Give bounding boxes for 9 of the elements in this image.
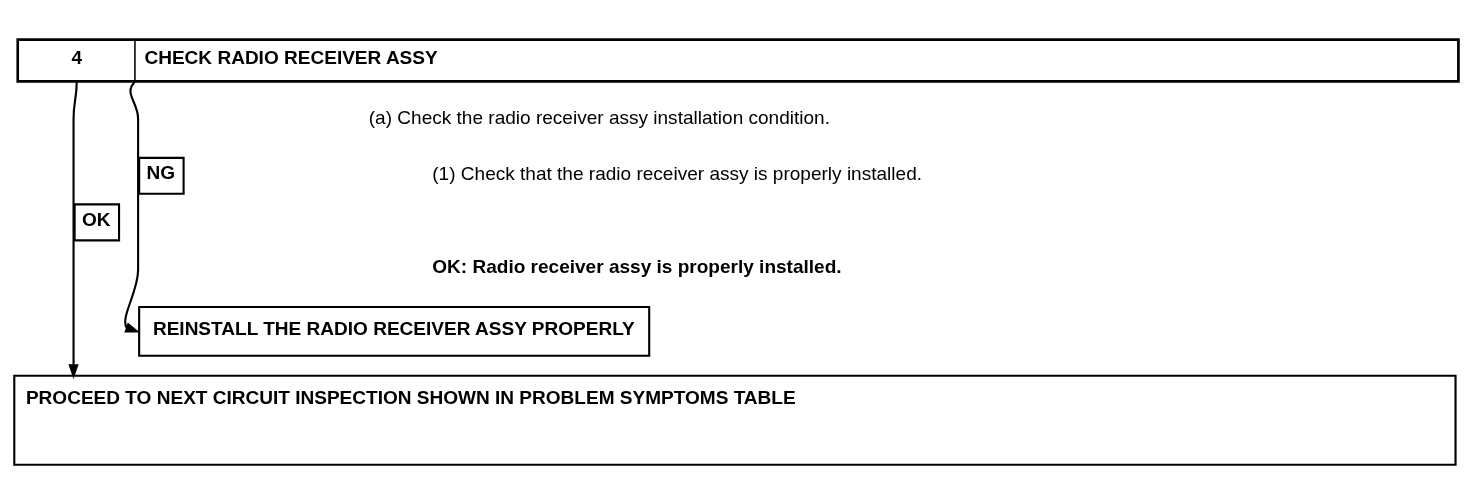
- label: (1) Check that the radio receiver assy is properly installed.: [431, 163, 922, 185]
- edge-label: OK: [81, 208, 111, 230]
- node-box: REINSTALL THE RADIO RECEIVER ASSY PROPERLY: [137, 305, 650, 357]
- arrow: [123, 80, 140, 333]
- label: OK: Radio receiver assy is properly installed.: [431, 255, 842, 277]
- node-box: PROCEED TO NEXT CIRCUIT INSPECTION SHOWN IN PROBLEM SYMPTOMS TABLE: [12, 374, 1457, 466]
- edge-label: NG: [146, 162, 175, 184]
- label: (a) Check the radio receiver assy installation condition.: [368, 107, 830, 129]
- arrow: [67, 81, 79, 380]
